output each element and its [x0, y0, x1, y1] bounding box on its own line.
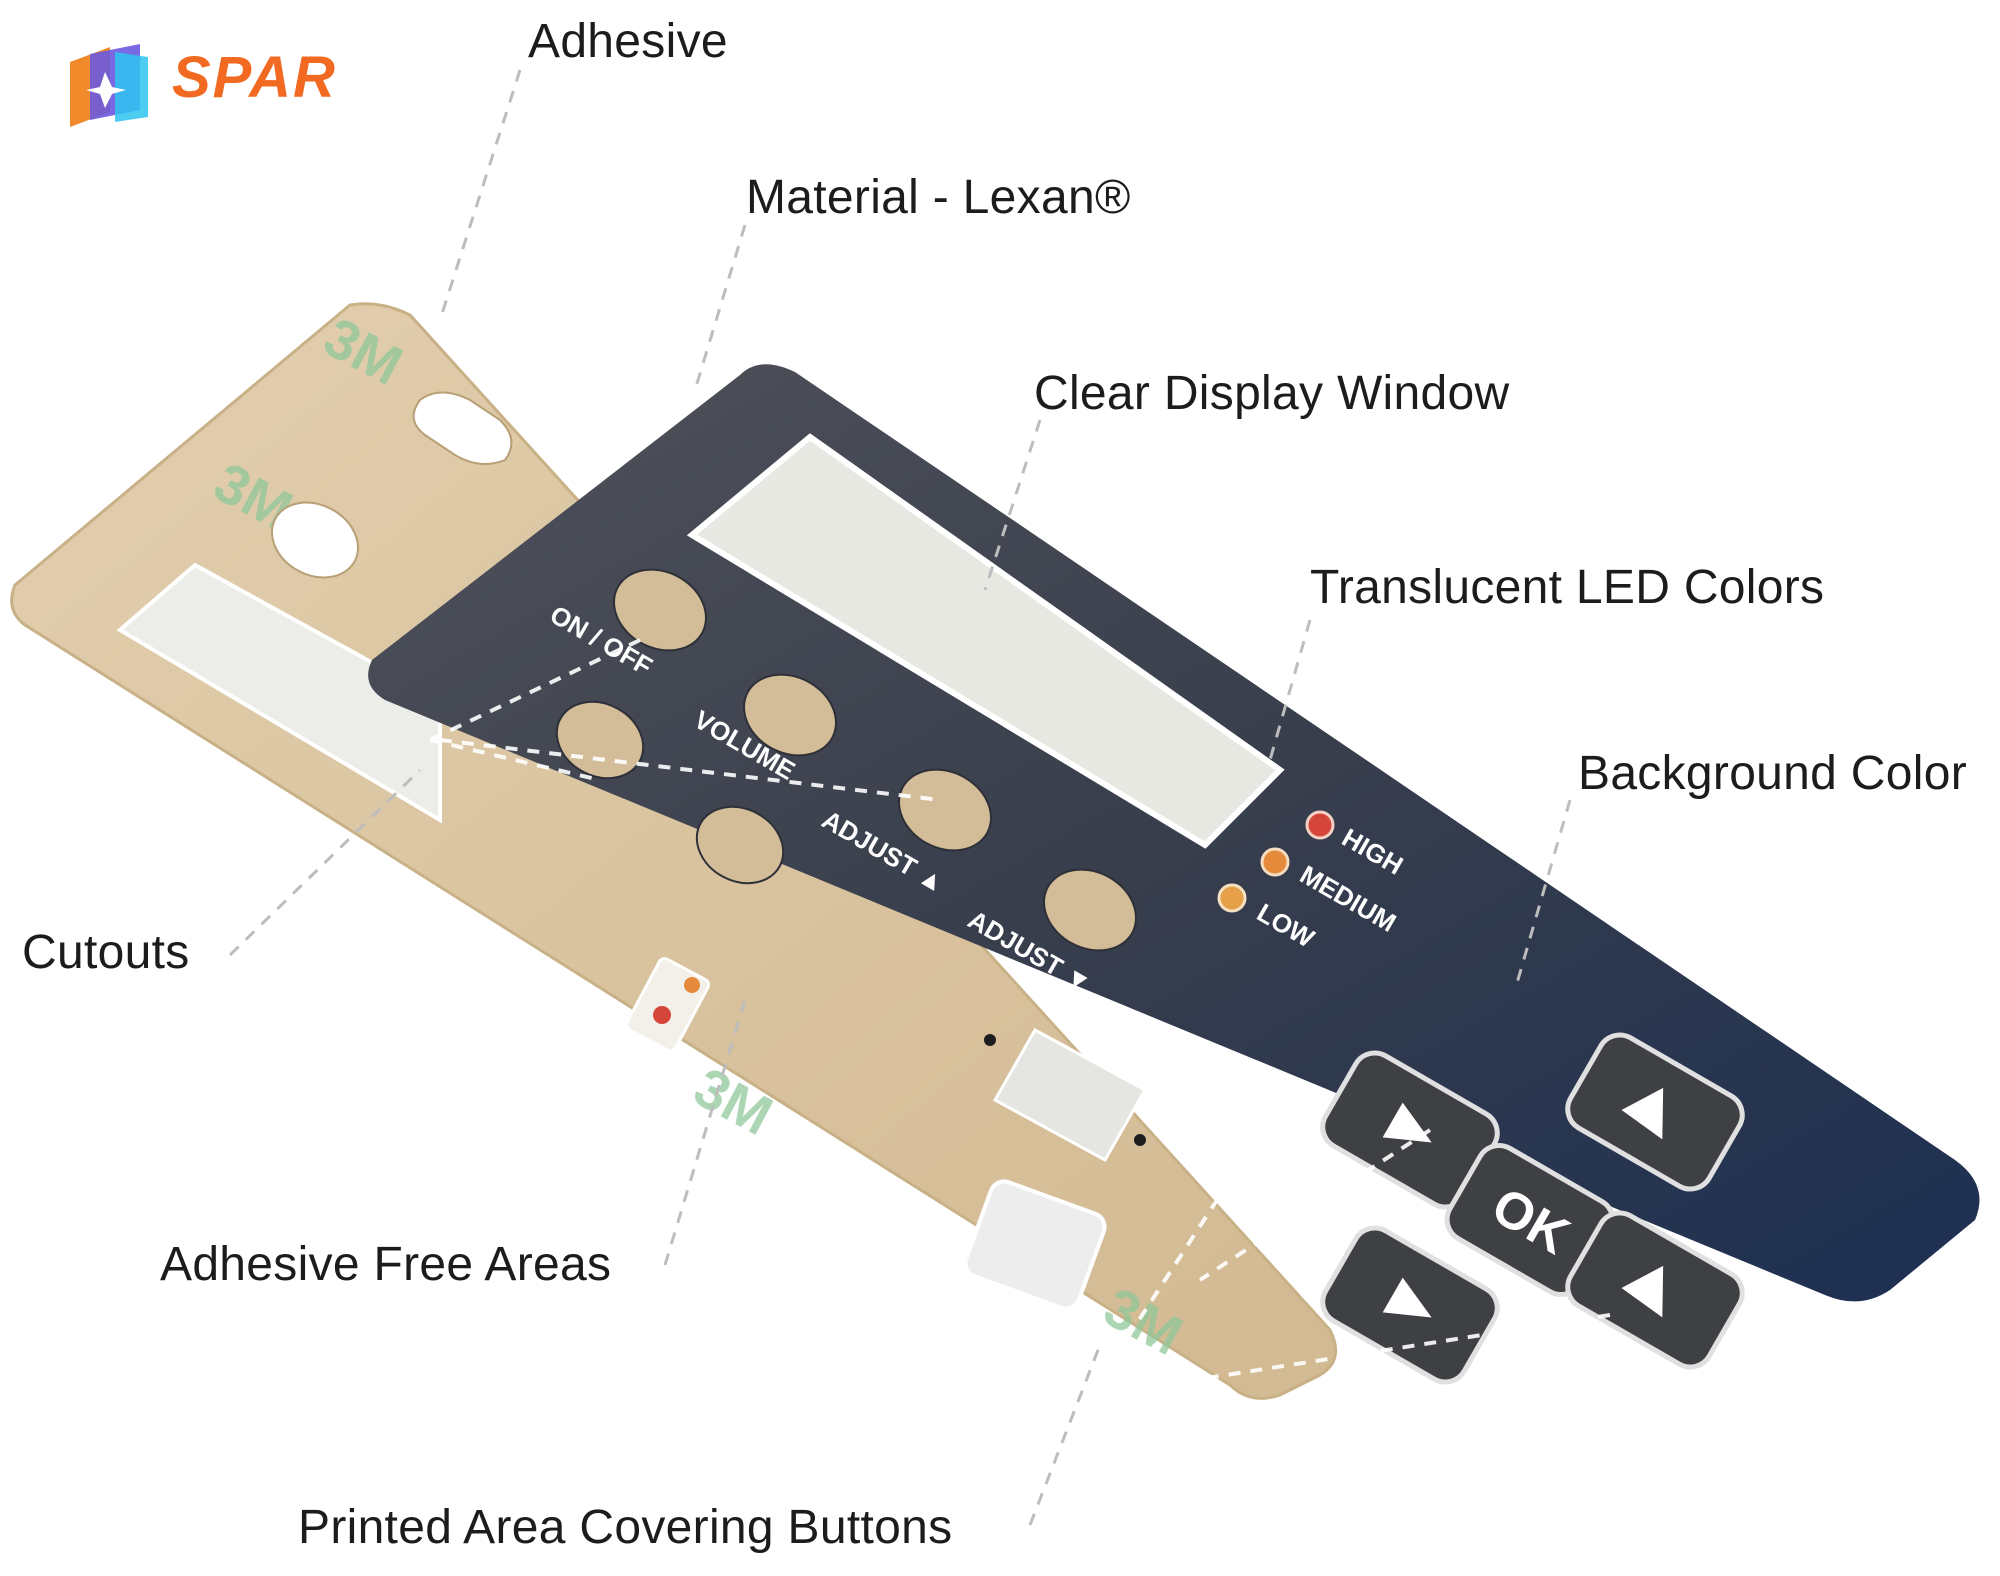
adhesive-layer: 3M 3M 3M 3M — [10, 302, 1338, 1400]
arrow-icon — [1621, 1265, 1664, 1318]
arrow-icon — [1621, 1087, 1664, 1140]
arrow-icon — [1382, 1102, 1432, 1143]
spar-logo-icon — [70, 44, 148, 127]
callout-clear-window: Clear Display Window — [1034, 367, 1510, 420]
overlay-cutouts — [555, 568, 1137, 952]
leader-lines — [228, 69, 1572, 1526]
led-medium — [1260, 847, 1290, 877]
callout-led-colors: Translucent LED Colors — [1310, 561, 1825, 614]
callout-adhesive: Adhesive — [528, 15, 728, 68]
brand-name: SPAR — [172, 45, 337, 110]
button-down-right — [1565, 1210, 1745, 1370]
led-low — [1217, 883, 1247, 913]
callout-background-color: Background Color — [1578, 747, 1968, 800]
button-ok: OK — [1444, 1143, 1616, 1297]
callout-material: Material - Lexan® — [746, 171, 1131, 224]
callout-cutouts: Cutouts — [22, 926, 190, 979]
arrow-icon — [1382, 1277, 1432, 1318]
overlay-leaders — [429, 638, 1611, 1392]
button-up-right — [1565, 1032, 1745, 1192]
overlay-layer: ON / OFF VOLUME ADJUST ▲ ADJUST ▼ HIGH M… — [368, 364, 1980, 1385]
callout-printed-area: Printed Area Covering Buttons — [298, 1501, 953, 1554]
led-high — [1305, 810, 1335, 840]
spar-logo: SPAR — [60, 42, 400, 132]
callout-adhesive-free: Adhesive Free Areas — [160, 1238, 612, 1291]
clear-display-window — [686, 433, 1285, 849]
